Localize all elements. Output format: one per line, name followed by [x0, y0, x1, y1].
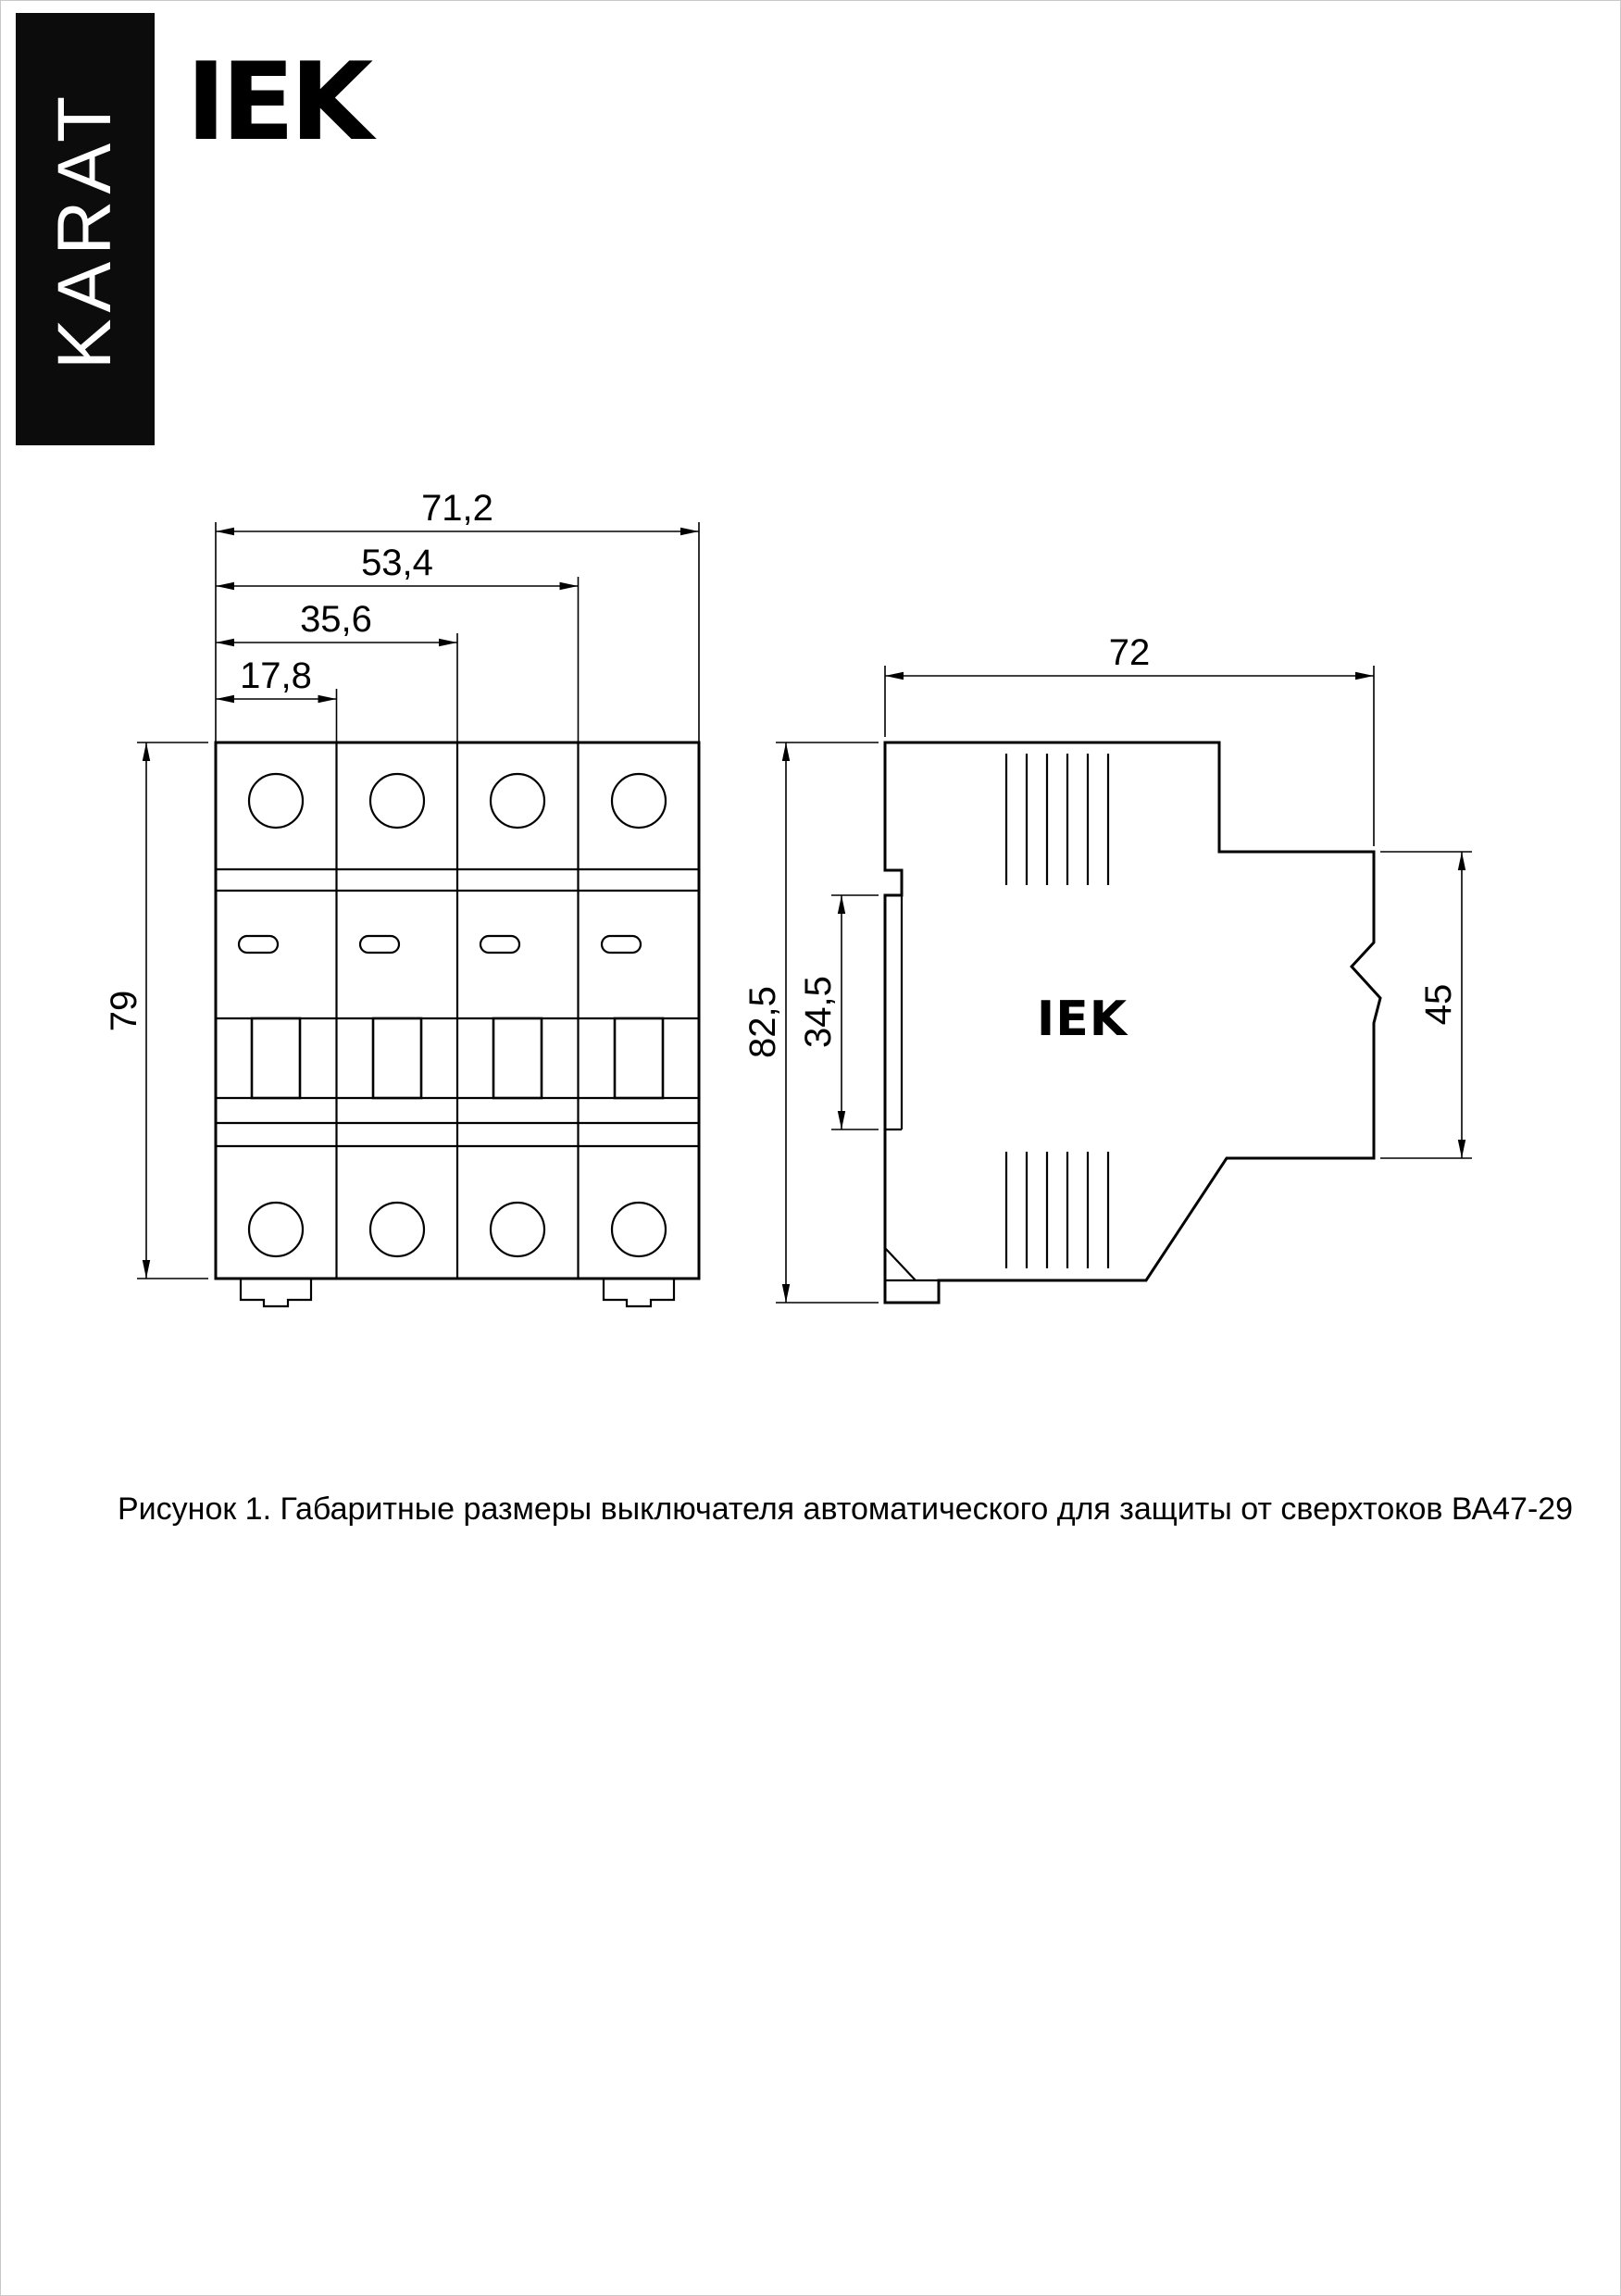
din-clip-side — [884, 1247, 939, 1282]
front-view — [214, 741, 701, 1308]
side-view: IEK — [883, 741, 1382, 1304]
dim-label-width-2mod: 35,6 — [300, 599, 372, 640]
front-extension-lines — [137, 522, 700, 1279]
dim-label-height-front: 79 — [104, 991, 144, 1032]
din-clips-front — [239, 1279, 676, 1308]
indicator-windows — [237, 934, 642, 955]
dim-label-rail-seat: 34,5 — [798, 976, 839, 1048]
terminal-screws-top — [247, 772, 667, 830]
front-view-dimensions: 71,2 53,4 35,6 17,8 79 — [104, 488, 700, 1279]
karat-brand-block: KARAT — [16, 13, 155, 445]
figure-caption: Рисунок 1. Габаритные размеры выключател… — [118, 1491, 1574, 1527]
iek-logo-side-view: IEK — [1037, 992, 1128, 1047]
side-extension-lines — [776, 666, 1472, 1304]
ventilation-ribs-top — [1004, 754, 1110, 885]
dim-label-width-3mod: 53,4 — [361, 543, 433, 583]
side-view-body-outline — [883, 741, 1382, 1304]
front-view-module-dividers — [335, 742, 580, 1279]
dim-label-side-height: 82,5 — [742, 986, 783, 1058]
iek-logo: IEK — [186, 40, 373, 165]
dim-label-width-1mod: 17,8 — [240, 655, 312, 696]
ventilation-ribs-bottom — [1004, 1152, 1110, 1268]
toggle-handles — [250, 1017, 665, 1100]
front-view-horizontal-lines — [216, 867, 699, 1148]
technical-drawing: 71,2 53,4 35,6 17,8 79 IEK 72 82,5 34,5 — [104, 488, 1472, 1308]
side-view-dimensions: 72 82,5 34,5 45 — [742, 632, 1472, 1304]
dim-label-width-total: 71,2 — [421, 488, 493, 529]
din-rail-channel — [885, 895, 904, 1131]
dim-label-side-width: 72 — [1109, 632, 1151, 673]
dim-label-front-depth: 45 — [1418, 984, 1459, 1026]
terminal-screws-bottom — [247, 1201, 667, 1258]
